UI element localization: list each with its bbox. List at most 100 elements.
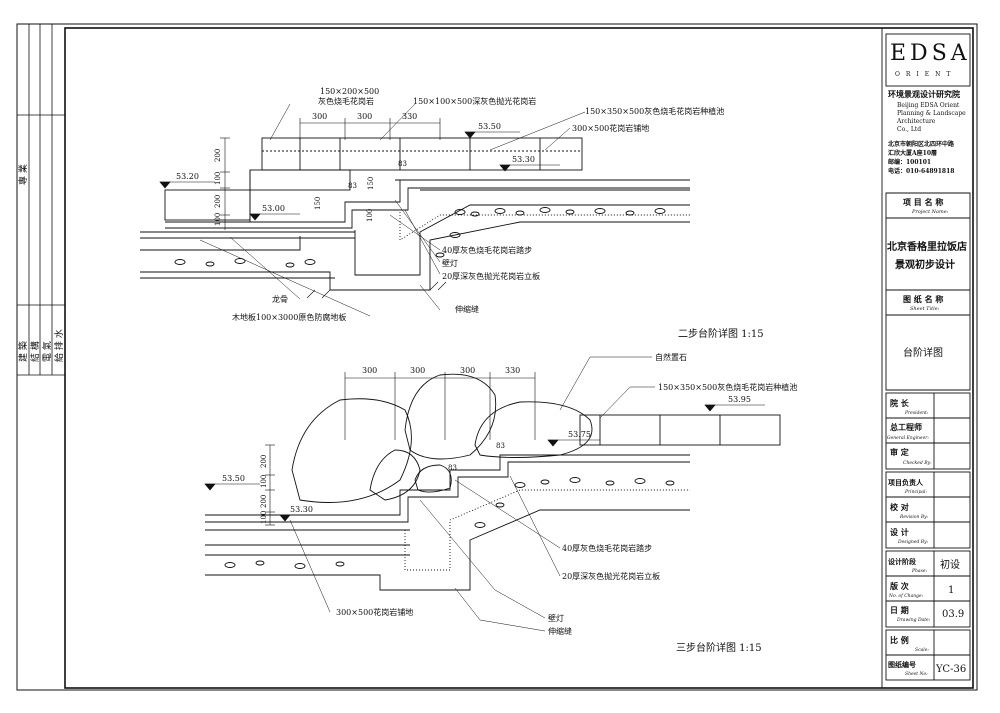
top-elev-4: 53.00 — [262, 204, 285, 213]
rock-5 — [414, 464, 452, 493]
top-side-dim-1: 200 — [214, 149, 222, 162]
designed-label-en: Designed By: — [897, 539, 929, 545]
phase-value: 初设 — [940, 558, 960, 571]
bottom-side-dim-2: 100 — [260, 475, 268, 488]
strip-text-1: 專 業 — [17, 164, 29, 185]
bottom-note-4: 20厚深灰色抛光花岗岩立板 — [562, 571, 660, 581]
top-dimension-chain — [220, 118, 441, 230]
bottom-elev-2: 53.75 — [568, 430, 591, 439]
scale-label-en: Scale: — [915, 647, 929, 653]
phase-label: 设计阶段 — [888, 557, 916, 566]
checked-label-en: Checked By: — [903, 460, 932, 466]
revision-label-en: Revision By: — [899, 514, 929, 520]
address-2: 汇欣大厦A座10層 — [888, 149, 937, 157]
title-block-lines — [881, 28, 971, 688]
leader-lines-bottom — [289, 356, 655, 632]
strip-text-3: 結 構 — [29, 341, 41, 362]
chief-engineer-label: 总工程师 — [890, 422, 922, 432]
top-dim-2: 300 — [357, 112, 372, 121]
sheet-title-label-en: Sheet Title: — [910, 306, 940, 312]
top-note-4: 300×500花岗岩铺地 — [572, 123, 649, 133]
bottom-elev-4: 53.30 — [290, 505, 313, 514]
change-label-en: No. of Change: — [888, 593, 924, 599]
top-elev-1: 53.50 — [478, 122, 501, 131]
top-note-7: 20厚深灰色抛光花岗岩立板 — [442, 271, 540, 281]
bottom-side-dim-1: 200 — [260, 455, 268, 468]
change-label: 版 次 — [889, 581, 909, 591]
institute-en-2: Planning & Landscape — [897, 110, 966, 117]
gravel-fill — [174, 207, 666, 268]
designed-label: 设 计 — [890, 527, 909, 537]
top-side-dim-6: 150 — [367, 177, 375, 190]
phase-label-en: Phase: — [911, 568, 928, 574]
top-note-5: 40厚灰色烧毛花岗岩踏步 — [442, 245, 532, 255]
rock-3 — [474, 401, 593, 458]
project-name-label: 项 目 名 称 — [903, 197, 943, 207]
rock-4 — [369, 449, 421, 501]
outer-frame — [16, 23, 978, 691]
bottom-dim-2: 300 — [410, 366, 425, 375]
strip-text-2: 建 築 — [17, 341, 29, 362]
project-name-1: 北京香格里拉饭店 — [887, 240, 967, 253]
logo-text: EDSA — [890, 41, 971, 66]
bottom-note-3: 40厚灰色烧毛花岗岩踏步 — [562, 543, 652, 553]
rock-2 — [404, 373, 497, 460]
bottom-note-6: 壁灯 — [548, 613, 564, 623]
top-note-8: 龙骨 — [272, 294, 288, 304]
elevation-markers-top — [159, 131, 560, 221]
president-label: 院 长 — [890, 398, 910, 408]
revision-label: 校 对 — [890, 502, 909, 512]
top-note-1: 150×200×500 — [320, 87, 379, 96]
top-elev-2: 53.30 — [512, 155, 535, 164]
bottom-note-1: 自然置石 — [655, 352, 687, 362]
top-side-dim-5: 150 — [314, 197, 322, 210]
institute-en-3: Architecture — [896, 118, 936, 125]
leader-lines-top — [199, 103, 586, 317]
bottom-side-dim-3: 200 — [260, 495, 268, 508]
top-dim-1: 300 — [312, 112, 327, 121]
top-side-dim-4: 100 — [214, 213, 222, 226]
top-side-dim-3: 200 — [214, 195, 222, 208]
sheet-no-label-en: Sheet No: — [905, 671, 928, 677]
sheet-title: 台阶详图 — [903, 346, 943, 359]
address-3: 邮编：100101 — [888, 158, 931, 166]
top-note-6: 壁灯 — [442, 258, 458, 268]
strip-text-5: 給 排 水 — [53, 329, 65, 362]
rock-1 — [291, 398, 412, 503]
elevation-markers-bottom — [204, 404, 765, 522]
logo-sub: ORIENT — [895, 71, 956, 78]
top-caption: 二步台阶详图 1:15 — [678, 327, 764, 340]
date-label: 日 期 — [890, 605, 909, 615]
president-label-en: President: — [904, 410, 929, 416]
bottom-detail-section — [205, 373, 781, 591]
top-note-2: 150×100×500深灰色抛光花岗岩 — [413, 96, 536, 106]
principal-label: 项目负责人 — [888, 478, 924, 487]
top-note-3: 150×350×500灰色烧毛花岗岩种植池 — [585, 106, 724, 116]
institute-cn: 环境景观设计研究院 — [888, 89, 960, 99]
project-name-2: 景观初步设计 — [895, 258, 955, 271]
top-dim-83a: 83 — [398, 160, 407, 168]
institute-en-1: Beijing EDSA Orient — [897, 102, 960, 109]
sheet-no-label: 图纸编号 — [888, 660, 916, 669]
drawing-frame — [64, 27, 974, 689]
bottom-note-5: 300×500花岗岩铺地 — [336, 607, 413, 617]
sheet-no-value: YC-36 — [935, 664, 966, 675]
top-detail-section — [140, 137, 690, 299]
bottom-dim-4: 330 — [505, 366, 520, 375]
bottom-dim-83b: 83 — [448, 464, 457, 472]
bottom-note-2: 150×350×500灰色烧毛花岗岩种植池 — [658, 382, 797, 392]
scale-label: 比 例 — [890, 635, 909, 645]
address-4: 电话：010-64891818 — [888, 167, 954, 175]
project-name-label-en: Project Name: — [911, 209, 949, 215]
bottom-dim-1: 300 — [362, 366, 377, 375]
bottom-dimension-chain — [265, 372, 536, 526]
top-side-dim-7: 100 — [366, 209, 374, 222]
bottom-dim-83a: 83 — [496, 442, 505, 450]
principal-label-en: Principal: — [904, 489, 927, 495]
bottom-note-7: 伸缩缝 — [548, 626, 572, 636]
sheet-title-label: 图 纸 名 称 — [903, 294, 943, 304]
chief-engineer-label-en: General Engineer: — [887, 435, 929, 441]
top-note-10: 木地板100×3000原色防腐地板 — [232, 312, 346, 322]
top-side-dim-2: 100 — [214, 172, 222, 185]
